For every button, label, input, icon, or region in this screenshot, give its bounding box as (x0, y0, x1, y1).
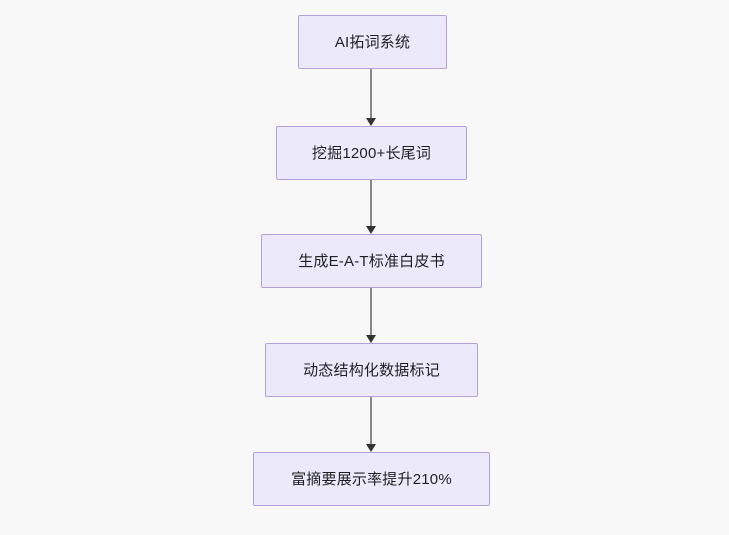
flow-node-label: 挖掘1200+长尾词 (311, 144, 432, 162)
flow-node-dynamic-structured-data-markup[interactable]: 动态结构化数据标记 (265, 343, 478, 397)
flow-edge-line (370, 397, 372, 445)
flow-edge-arrowhead-icon (366, 335, 376, 343)
flow-edge-line (370, 288, 372, 336)
flow-node-mine-longtail-keywords[interactable]: 挖掘1200+长尾词 (276, 126, 467, 180)
flow-edge-1 (366, 69, 376, 126)
flow-node-label: AI拓词系统 (334, 33, 411, 51)
flow-node-generate-eat-whitepaper[interactable]: 生成E-A-T标准白皮书 (261, 234, 482, 288)
flow-node-ai-keyword-system[interactable]: AI拓词系统 (298, 15, 447, 69)
flow-edge-2 (366, 180, 376, 234)
flow-edge-arrowhead-icon (366, 118, 376, 126)
flow-node-rich-snippet-impression-uplift[interactable]: 富摘要展示率提升210% (253, 452, 490, 506)
flow-node-label: 动态结构化数据标记 (303, 361, 440, 379)
flow-node-label: 富摘要展示率提升210% (291, 470, 452, 488)
flow-edge-3 (366, 288, 376, 343)
flow-node-label: 生成E-A-T标准白皮书 (298, 252, 445, 270)
flow-edge-line (370, 180, 372, 227)
flow-edge-arrowhead-icon (366, 444, 376, 452)
flow-edge-arrowhead-icon (366, 226, 376, 234)
flow-edge-line (370, 69, 372, 119)
flow-edge-4 (366, 397, 376, 452)
